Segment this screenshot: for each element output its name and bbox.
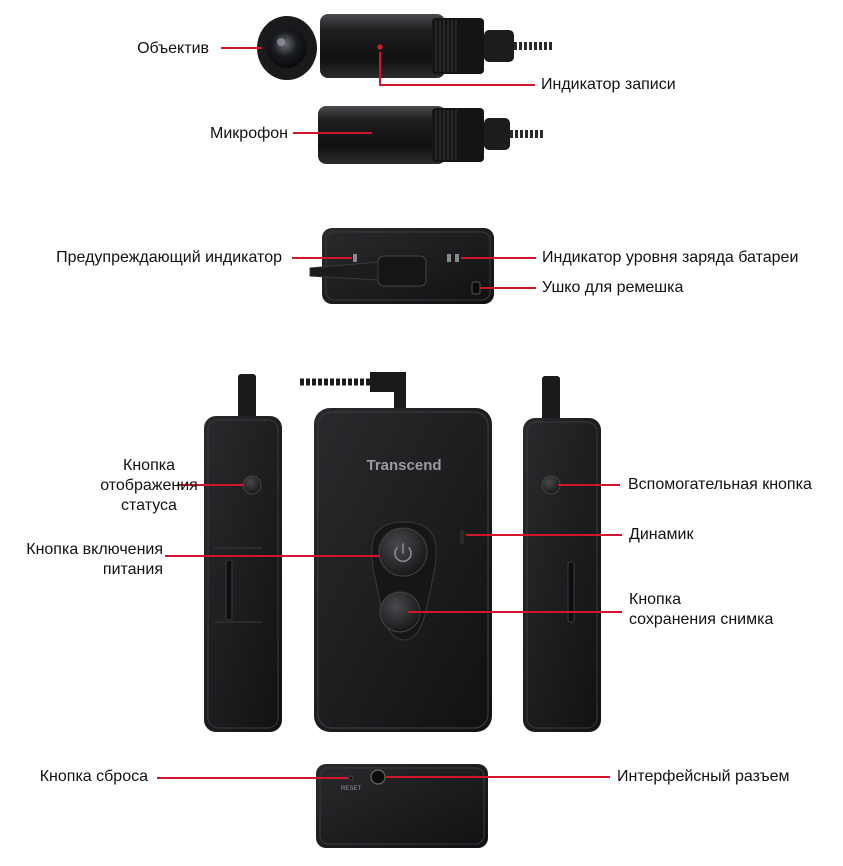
brand-logo: Transcend [366,457,441,474]
recorder-front-view: Transcend [300,372,492,732]
top-view-clip [377,255,427,287]
mic-strain-relief [484,118,510,150]
strap-loop-slot [471,281,481,295]
label-record-indicator: Индикатор записи [541,76,676,93]
mic-ribbed-collar [432,108,484,162]
label-battery-indicator: Индикатор уровня заряда батареи [542,249,799,266]
microphone-unit [318,106,545,164]
leader-lines [157,47,622,779]
recorder-top-view [309,228,494,304]
label-power-button-line1: Кнопка включения [26,541,163,558]
mic-cylinder [318,106,446,164]
label-status-button-line2: отображения [100,477,198,494]
front-rim [317,411,489,729]
recorder-right-side [523,376,601,732]
camera-ribbed-collar [432,18,484,74]
label-status-button: Кнопка отображения статуса [84,456,214,516]
left-side-slot [225,559,233,621]
battery-indicator-led-2 [455,254,459,262]
front-cable-plug [370,372,406,414]
label-power-button: Кнопка включения питания [26,540,163,580]
recorder-left-side [204,374,282,732]
interface-port [370,769,386,785]
reset-mark: RESET [341,786,361,792]
right-side-rim [526,421,598,729]
label-status-button-line3: статуса [121,497,177,514]
label-snapshot-button: Кнопка сохранения снимка [629,590,773,630]
right-side-body [523,418,601,732]
left-side-rim [207,419,279,729]
record-indicator-led [377,44,383,50]
left-side-body [204,416,282,732]
status-button [242,475,262,495]
leader-record-indicator [379,52,535,86]
label-snapshot-button-line2: сохранения снимка [629,611,774,628]
warning-indicator-led [353,254,357,262]
label-reset-button: Кнопка сброса [39,768,148,785]
camera-cylinder [320,14,445,78]
label-speaker: Динамик [629,526,694,543]
label-lens: Объектив [137,40,209,57]
bottom-view-body [316,764,488,848]
top-view-clip-lever [309,261,379,281]
lens-glass [267,28,307,68]
camera-head [257,14,552,80]
top-view-rim [325,231,491,301]
label-snapshot-button-line1: Кнопка [629,591,681,608]
right-side-post [542,376,560,424]
speaker-grille [460,530,464,544]
reset-hole [348,775,354,781]
lens-highlight [277,38,285,46]
left-side-post [238,374,256,424]
power-icon [394,543,412,563]
right-side-slot [567,561,575,623]
aux-button [541,475,561,495]
label-microphone: Микрофон [210,125,288,142]
label-warning-indicator: Предупреждающий индикатор [56,249,282,266]
label-power-button-line2: питания [102,561,163,578]
label-status-button-line1: Кнопка [123,457,175,474]
recorder-bottom-view: RESET [316,764,488,848]
battery-indicator-led-1 [447,254,451,262]
bottom-view-rim [319,767,485,845]
label-strap-loop: Ушко для ремешка [542,279,684,296]
label-aux-button: Вспомогательная кнопка [628,476,812,493]
label-interface-port: Интерфейсный разъем [617,768,790,785]
camera-strain-relief [484,30,514,62]
